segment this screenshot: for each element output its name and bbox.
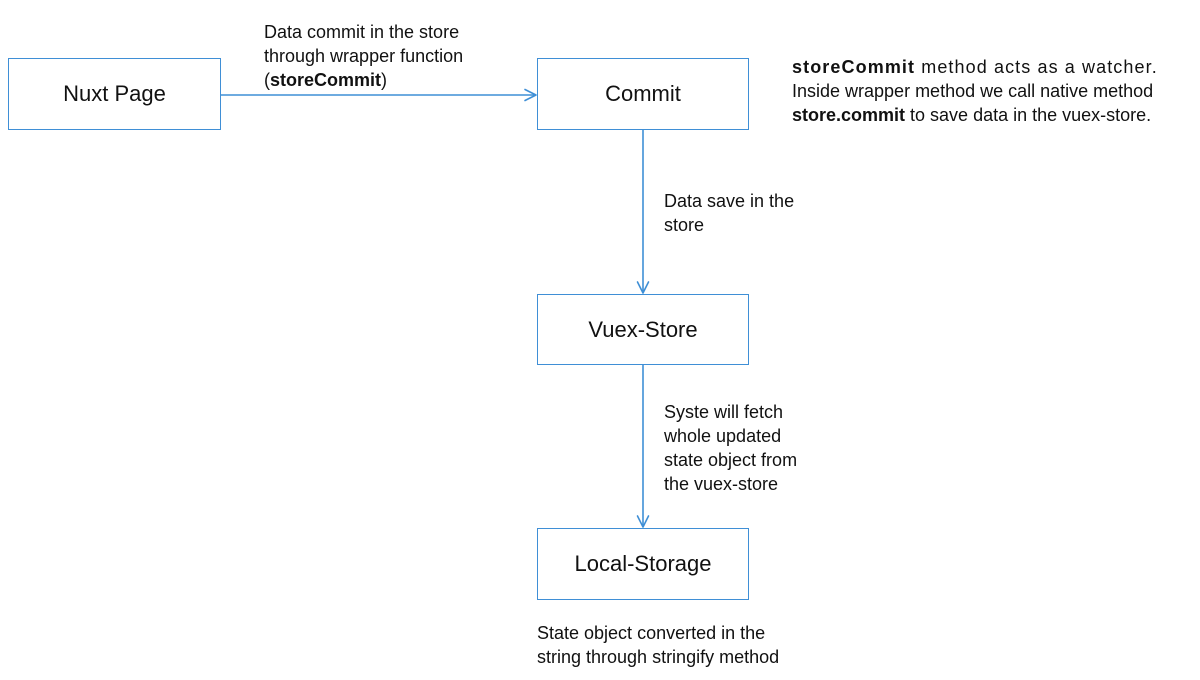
note-line: string through stringify method [537,647,780,667]
watcher-note: storeCommit method acts as a watcher. In… [792,55,1158,127]
edge-vuex-to-local [636,364,650,528]
edge-label-line: state object from [664,450,798,470]
native-commit-term: store.commit [792,105,906,125]
paren-open: ( [264,70,270,90]
note-line: storeCommit method acts as a watcher. [792,55,1158,79]
edge-label-line: through wrapper function [264,46,464,66]
note-text: to save data in the vuex-store. [905,105,1152,125]
node-local-storage: Local-Storage [537,528,749,600]
edge-label-line: Syste will fetch [664,402,784,422]
edge-page-to-commit [220,88,537,102]
edge-label-line: Data commit in the store [264,22,460,42]
node-commit: Commit [537,58,749,130]
paren-close: ) [381,70,388,90]
edge-label-page-to-commit: Data commit in the store through wrapper… [264,20,463,92]
node-vuex-store-label: Vuex-Store [588,316,698,342]
node-nuxt-page: Nuxt Page [8,58,221,130]
edge-label-line: the vuex-store [664,474,779,494]
node-commit-label: Commit [605,81,681,106]
node-local-storage-label: Local-Storage [574,551,712,576]
edge-label-commit-to-vuex: Data save in the store [664,189,794,237]
local-storage-note: State object converted in the string thr… [537,621,779,669]
edge-label-vuex-to-local: Syste will fetch whole updated state obj… [664,400,797,496]
node-vuex-store: Vuex-Store [537,294,749,365]
node-nuxt-page-label: Nuxt Page [63,81,166,106]
function-name: storeCommit [270,70,382,90]
edge-label-line: Data save in the [664,191,795,211]
note-text: method acts as a watcher. [915,57,1158,77]
edge-commit-to-vuex [636,129,650,294]
edge-label-line: store [664,215,705,235]
note-line: State object converted in the [537,623,766,643]
edge-label-line: whole updated [664,426,782,446]
note-line: Inside wrapper method we call native met… [792,81,1154,101]
note-line: store.commit to save data in the vuex-st… [792,103,1158,127]
store-commit-term: storeCommit [792,57,916,77]
edge-label-line: (storeCommit) [264,68,463,92]
